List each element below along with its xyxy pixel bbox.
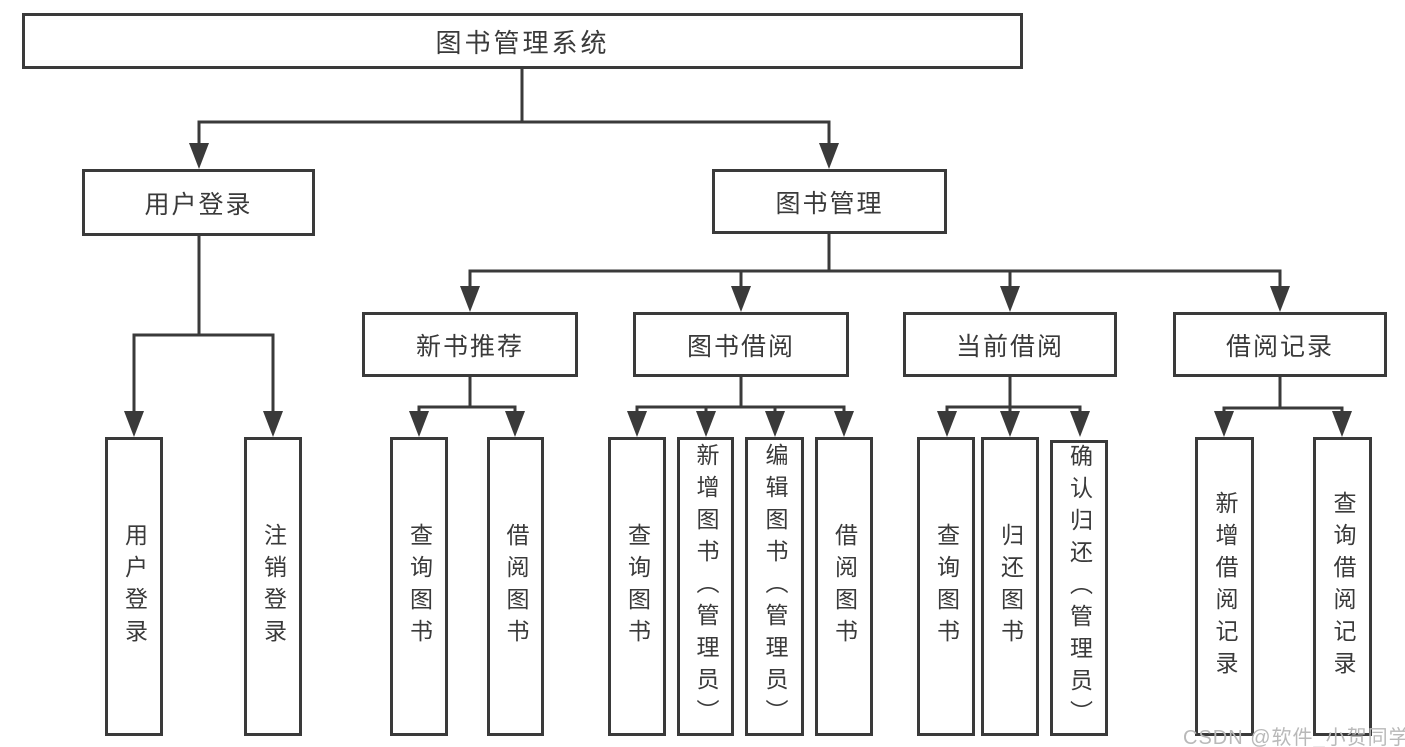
leaf-confirm-return-admin: 确认归还（管理员） — [1050, 440, 1108, 736]
leaf-query-books-borrowing: 查询图书 — [608, 437, 666, 736]
leaf-add-books-admin: 新增图书（管理员） — [677, 437, 734, 736]
leaf-query-books-recommend: 查询图书 — [390, 437, 448, 736]
leaf-edit-books-admin: 编辑图书（管理员） — [745, 437, 804, 736]
node-borrowing-records: 借阅记录 — [1173, 312, 1387, 377]
arrow-down-icons — [124, 143, 1352, 437]
leaf-user-login: 用户登录 — [105, 437, 163, 736]
leaf-return-books: 归还图书 — [981, 437, 1039, 736]
leaf-borrow-books-recommend: 借阅图书 — [487, 437, 544, 736]
watermark-text: CSDN @软件_小贺同学 — [1183, 727, 1405, 747]
node-library-management-system: 图书管理系统 — [22, 13, 1023, 69]
node-user-login: 用户登录 — [82, 169, 315, 236]
leaf-logout-login: 注销登录 — [244, 437, 302, 736]
leaf-query-books-current: 查询图书 — [917, 437, 975, 736]
node-current-borrowing: 当前借阅 — [903, 312, 1117, 377]
node-book-borrowing: 图书借阅 — [633, 312, 849, 377]
node-new-book-recommend: 新书推荐 — [362, 312, 578, 377]
leaf-query-borrow-record: 查询借阅记录 — [1313, 437, 1372, 736]
leaf-borrow-books-borrowing: 借阅图书 — [815, 437, 873, 736]
node-book-management: 图书管理 — [712, 169, 947, 234]
leaf-add-borrow-record: 新增借阅记录 — [1195, 437, 1254, 736]
